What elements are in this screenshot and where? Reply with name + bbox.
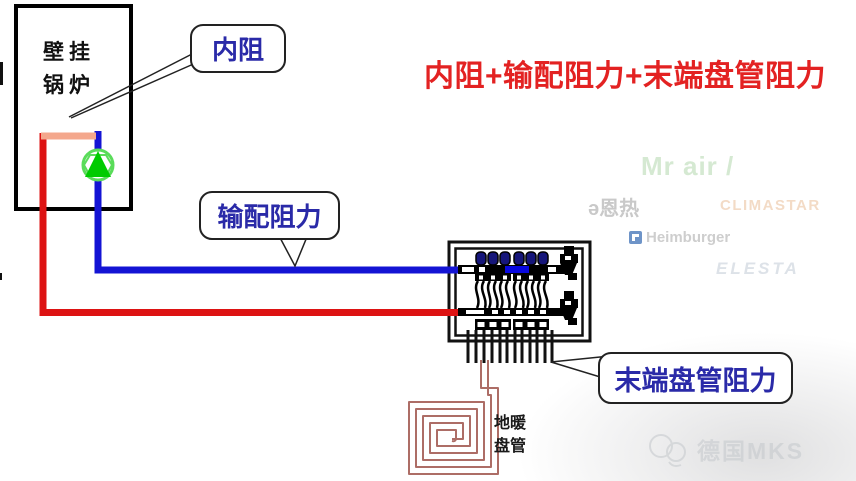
boiler-label-line1: 壁挂 — [43, 40, 95, 64]
boiler-label-line2: 锅炉 — [43, 73, 95, 97]
watermark-heimburger-text: Heimburger — [646, 229, 731, 246]
floor-coil — [408, 360, 499, 475]
pump-icon — [81, 148, 115, 182]
page-title: 内阻+输配阻力+末端盘管阻力 — [424, 60, 827, 93]
valve-assembly-bottom — [560, 291, 578, 325]
callout-terminal-resistance: 末端盘管阻力 — [598, 352, 793, 404]
watermark-heimburger: Heimburger — [629, 229, 730, 246]
watermark-elesta: ELESTA — [716, 259, 800, 278]
valve-assembly-top — [560, 246, 578, 280]
manifold-loops — [474, 251, 549, 330]
watermark-mrair: Mr air / — [641, 151, 735, 181]
floor-coil-label: 地暖 盘管 — [494, 412, 526, 458]
drop-pipes — [466, 330, 554, 363]
coil-label-line1: 地暖 — [494, 415, 527, 432]
callout-internal-resistance: 内阻 — [190, 24, 286, 73]
manifold-internals — [458, 246, 578, 330]
edge-artifact-top — [0, 62, 3, 85]
leader-internal-2 — [70, 61, 199, 119]
boiler-box — [14, 4, 133, 211]
heimburger-icon — [629, 231, 642, 244]
coil-label-line2: 盘管 — [494, 438, 527, 455]
watermark-climastar: CLIMASTAR — [720, 197, 821, 214]
callout-distribution-resistance: 输配阻力 — [199, 191, 340, 240]
watermark-mks: 德国MKS — [697, 438, 805, 464]
watermark-enre: ə恩热 — [588, 198, 640, 220]
boiler-label: 壁挂 锅炉 — [43, 36, 95, 102]
edge-artifact-bottom — [0, 273, 2, 280]
mks-logo-icon — [649, 434, 686, 467]
red-pipe — [39, 133, 461, 316]
leader-internal-1 — [68, 52, 195, 118]
